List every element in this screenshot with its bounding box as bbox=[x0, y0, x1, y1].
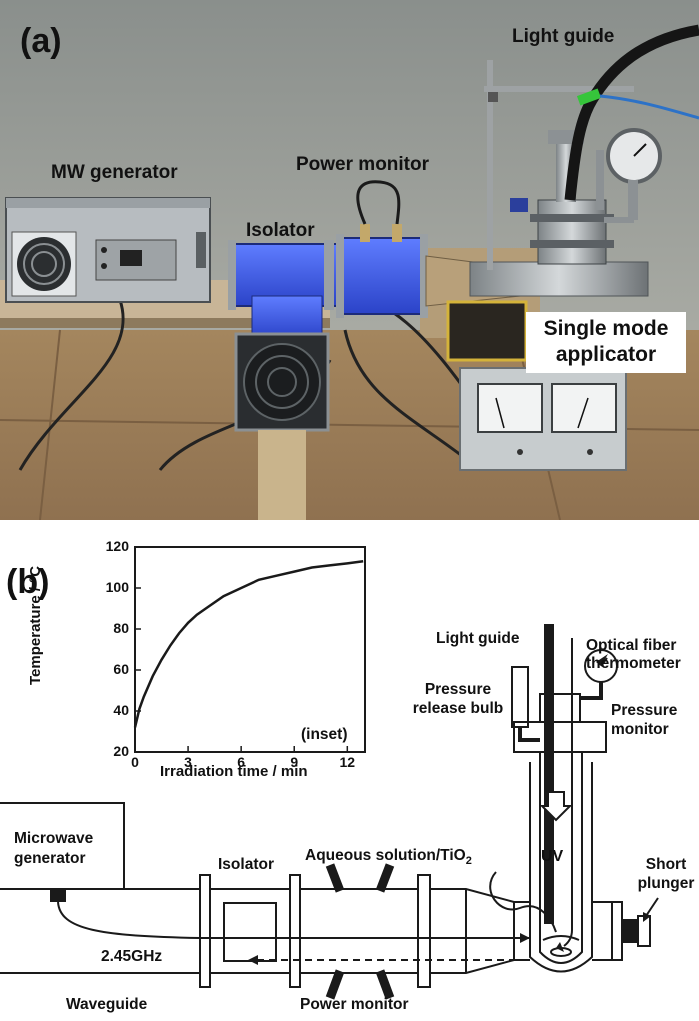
chart-x-tick-label: 3 bbox=[184, 754, 192, 770]
chart-y-tick-label: 120 bbox=[105, 538, 129, 554]
chart-annotation: (inset) bbox=[301, 726, 348, 743]
isolator-element bbox=[223, 902, 277, 962]
uv-arrow bbox=[539, 791, 573, 822]
label-microwave-generator: Microwave generator bbox=[14, 829, 93, 869]
label-optical-fiber-line2: thermometer bbox=[586, 655, 681, 672]
reactor-vessel bbox=[537, 199, 607, 265]
label-waveguide: Waveguide bbox=[66, 996, 148, 1013]
label-pressure-release-bulb: Pressure release bulb bbox=[406, 680, 510, 718]
label-optical-fiber: Optical fiber thermometer bbox=[586, 637, 681, 673]
label-short-plunger-line1: Short bbox=[645, 856, 687, 873]
label-power-monitor-b: Power monitor bbox=[300, 996, 409, 1013]
chart-x-axis-label: Irradiation time / min bbox=[160, 763, 308, 780]
label-short-plunger-line2: plunger bbox=[637, 875, 695, 892]
label-pressure-monitor-b: Pressure monitor bbox=[611, 701, 677, 739]
antenna-block bbox=[50, 889, 66, 902]
label-applicator-line1: Single mode bbox=[543, 317, 669, 340]
label-short-plunger: Short plunger bbox=[636, 855, 696, 893]
chart-y-tick-label: 60 bbox=[113, 661, 129, 677]
label-microwave-line2: generator bbox=[14, 850, 86, 867]
chart-x-tick-label: 0 bbox=[131, 754, 139, 770]
label-light-guide: Light guide bbox=[512, 26, 615, 47]
reactor-outer bbox=[529, 762, 593, 973]
label-pressure-bulb-line1: Pressure bbox=[424, 681, 492, 698]
label-aqueous-solution: Aqueous solution/TiO2 bbox=[305, 846, 472, 871]
chart-x-tick-label: 9 bbox=[290, 754, 299, 770]
label-mw-generator: MW generator bbox=[51, 162, 178, 183]
fan-grille bbox=[17, 237, 71, 291]
isolator-flange-right bbox=[289, 874, 301, 988]
schematic-panel: (b) 20 40 60 80 100 120 0 3 6 9 12 Temperature / … bbox=[0, 520, 699, 1021]
chart-y-tick-label: 40 bbox=[113, 702, 129, 718]
panel-a-letter: (a) bbox=[20, 22, 62, 60]
label-aqueous-text: Aqueous solution/TiO bbox=[305, 847, 466, 864]
label-light-guide-b: Light guide bbox=[436, 630, 520, 647]
label-power-monitor: Power monitor bbox=[296, 154, 430, 175]
label-aqueous-subscript: 2 bbox=[465, 855, 472, 868]
label-pressure-monitor-line1: Pressure bbox=[611, 702, 678, 719]
applicator-waveguide bbox=[469, 261, 649, 297]
apparatus-photo: (a) MW generator Power monitor Isolator … bbox=[0, 0, 699, 520]
isolator-flange-left bbox=[199, 874, 211, 988]
chart-y-tick-label: 80 bbox=[113, 620, 129, 636]
label-frequency: 2.45GHz bbox=[101, 948, 163, 965]
label-pressure-monitor-line2: monitor bbox=[611, 721, 669, 738]
chart-y-tick-label: 20 bbox=[113, 743, 129, 759]
label-optical-fiber-line1: Optical fiber bbox=[586, 637, 677, 654]
power-monitor-body bbox=[339, 237, 427, 315]
schematic-diagram bbox=[0, 546, 659, 1000]
light-guide-rod bbox=[544, 624, 554, 924]
chart-y-tick-label: 100 bbox=[105, 579, 129, 595]
chart-series-line bbox=[133, 560, 364, 728]
label-applicator-line2: applicator bbox=[555, 343, 657, 366]
label-single-mode-applicator: Single mode applicator bbox=[526, 312, 686, 373]
label-uv: UV bbox=[541, 848, 564, 865]
reactor-inner bbox=[539, 752, 583, 964]
chart-x-tick-label: 6 bbox=[237, 754, 246, 770]
inset-chart bbox=[133, 546, 366, 753]
chart-frame bbox=[134, 546, 366, 753]
chart-y-axis-label: Temperature / °C bbox=[27, 565, 44, 685]
pressure-release-bulb bbox=[511, 666, 529, 728]
label-microwave-line1: Microwave bbox=[14, 830, 94, 847]
short-plunger-rod bbox=[621, 919, 639, 943]
chart-x-tick-label: 12 bbox=[339, 754, 356, 770]
label-isolator-b: Isolator bbox=[218, 856, 274, 873]
label-isolator: Isolator bbox=[246, 220, 315, 241]
panel-b-letter: (b) bbox=[6, 563, 50, 601]
label-pressure-bulb-line2: release bulb bbox=[412, 700, 504, 717]
photo-illustration bbox=[0, 0, 699, 520]
